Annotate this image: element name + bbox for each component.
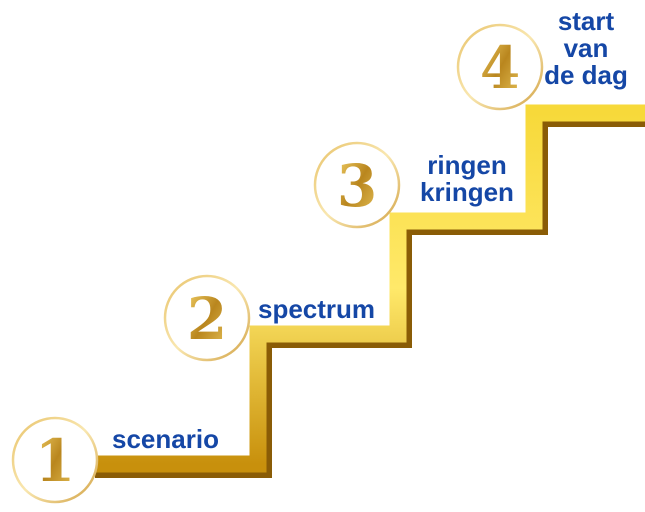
stair-path <box>95 104 645 473</box>
step-label-4-line: de dag <box>544 60 628 90</box>
step-circle-1 <box>11 416 99 504</box>
step-label-3-line: kringen <box>420 177 514 207</box>
step-label-3: ringen kringen <box>406 152 528 206</box>
step-circle-2 <box>163 274 251 362</box>
step-number-2: 2 <box>187 285 227 353</box>
step-number-4: 4 <box>480 34 520 102</box>
step-number-1: 1 <box>35 427 75 495</box>
step-circle-4 <box>456 23 544 111</box>
step-label-2: spectrum <box>258 294 376 324</box>
step-circle-3 <box>313 141 401 229</box>
step-label-1: scenario <box>112 424 219 454</box>
step-number-3: 3 <box>337 152 377 220</box>
step-label-4-line: van <box>563 33 609 63</box>
step-label-3-line: ringen <box>427 150 507 180</box>
step-label-4: start van de dag <box>532 8 640 89</box>
step-label-4-line: start <box>557 6 615 36</box>
